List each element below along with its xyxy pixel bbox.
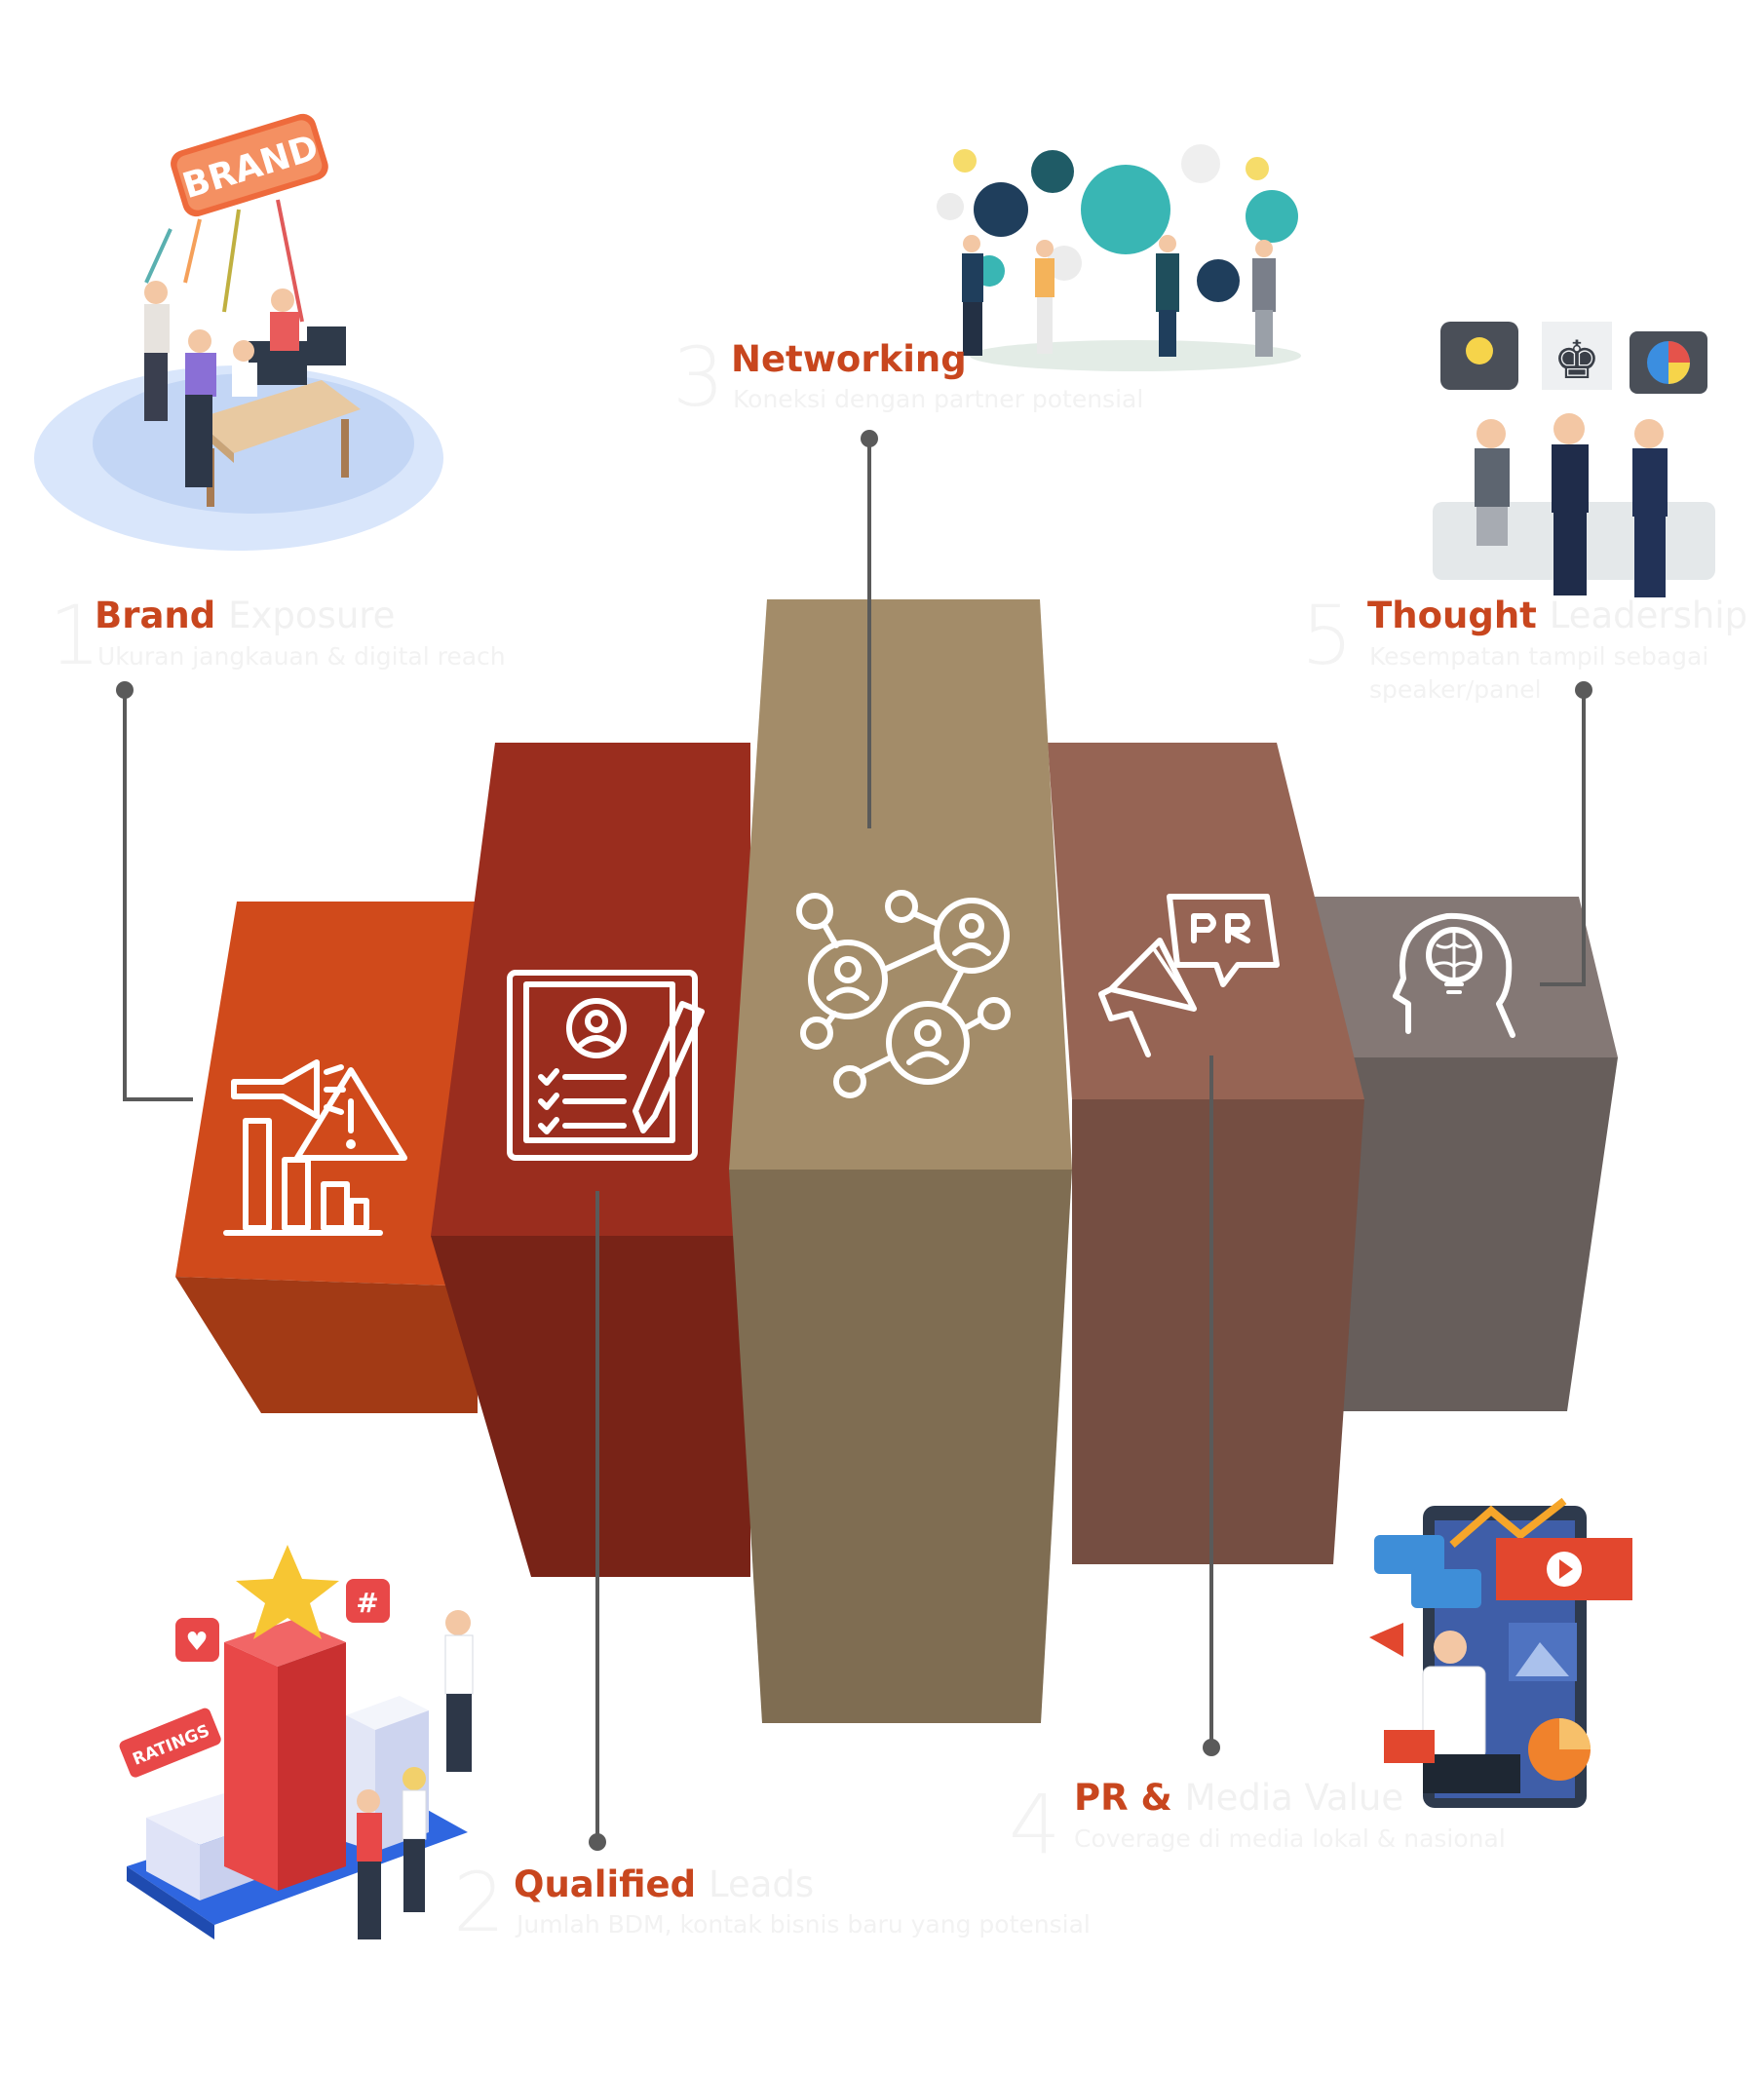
step-5-title: Thought Leadership xyxy=(1367,597,1747,633)
column-4-front xyxy=(1048,743,1364,1099)
step-2-number: 2 xyxy=(453,1855,506,1950)
leader-line-2 xyxy=(589,1191,606,1851)
step-5-subtitle: Kesempatan tampil sebagai speaker/panel xyxy=(1369,642,1709,704)
step-2-title-rest: Leads xyxy=(709,1863,815,1905)
column-1-bottom xyxy=(175,1277,478,1413)
step-2-title: Qualified Leads xyxy=(514,1866,814,1902)
network-people-icon xyxy=(796,890,1011,1098)
business-people-illustration: ♚ xyxy=(1433,322,1715,597)
svg-text:#: # xyxy=(356,1587,378,1619)
column-3 xyxy=(729,599,1072,1723)
column-2-front xyxy=(431,743,750,1236)
leader-line-3 xyxy=(861,430,878,828)
step-5-title-accent: Thought xyxy=(1367,595,1537,636)
brand-team-illustration: BRAND xyxy=(34,113,443,551)
step-3-subtitle: Koneksi dengan partner potensial xyxy=(733,385,1144,413)
pr-megaphone-icon xyxy=(1098,894,1280,1057)
column-1-front xyxy=(175,902,478,1286)
step-5-title-rest: Leadership xyxy=(1549,595,1748,636)
column-3-front xyxy=(729,599,1072,1170)
step-3-number: 3 xyxy=(672,329,725,425)
step-4-title-accent: PR & xyxy=(1074,1777,1172,1819)
step-5-number: 5 xyxy=(1301,588,1354,683)
step-4-title: PR & Media Value xyxy=(1074,1780,1403,1816)
step-1-number: 1 xyxy=(49,588,101,683)
networking-illustration xyxy=(937,144,1301,371)
svg-text:♚: ♚ xyxy=(1553,329,1600,391)
step-1-title-accent: Brand xyxy=(95,595,216,636)
column-3-bottom xyxy=(729,1170,1072,1723)
column-4-bottom xyxy=(1072,1099,1364,1564)
step-1-title: Brand Exposure xyxy=(95,597,395,633)
step-4-number: 4 xyxy=(1009,1777,1061,1872)
megaphone-warning-chart-icon xyxy=(223,1059,407,1236)
step-1-subtitle: Ukuran jangkauan & digital reach xyxy=(97,642,506,671)
step-3-title: Networking xyxy=(731,341,967,377)
step-2-subtitle: Jumlah BDM, kontak bisnis baru yang pote… xyxy=(517,1910,1091,1939)
column-4 xyxy=(1048,743,1364,1564)
column-2-bottom xyxy=(431,1236,750,1577)
leader-lines xyxy=(116,430,1592,1851)
column-1 xyxy=(175,902,478,1413)
media-man-illustration xyxy=(1369,1497,1632,1808)
step-3-title-accent: Networking xyxy=(731,338,967,380)
svg-text:♥: ♥ xyxy=(185,1628,208,1657)
step-4-title-rest: Media Value xyxy=(1184,1777,1404,1819)
leader-line-5 xyxy=(1540,681,1592,986)
step-4-subtitle: Coverage di media lokal & nasional xyxy=(1074,1824,1506,1853)
lead-form-icon xyxy=(507,970,705,1161)
leader-line-1 xyxy=(116,681,193,1101)
step-2-title-accent: Qualified xyxy=(514,1863,697,1905)
ratings-illustration: RATINGS ♥ # xyxy=(119,1545,474,1939)
leader-line-4 xyxy=(1203,1056,1220,1756)
column-5-bottom xyxy=(1325,1057,1618,1411)
brain-head-icon xyxy=(1393,912,1515,1038)
step-1-title-rest: Exposure xyxy=(228,595,396,636)
